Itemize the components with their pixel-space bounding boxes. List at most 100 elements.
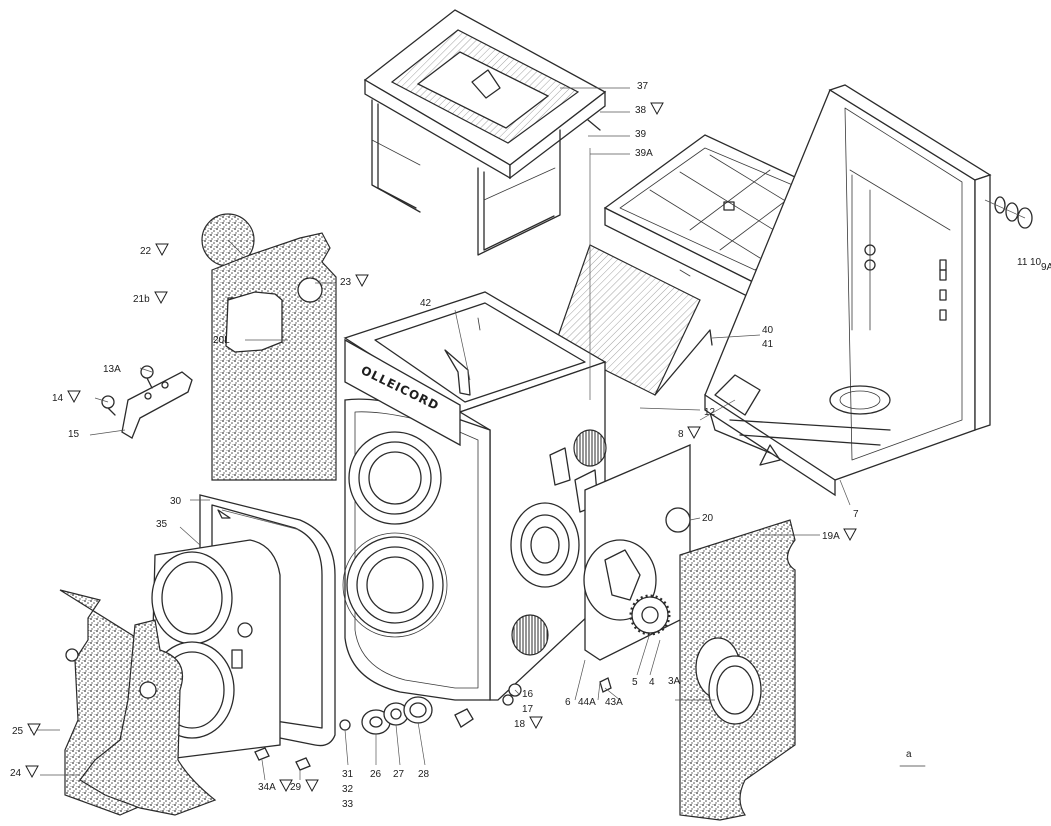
callout-c9a: 9A [1041,262,1051,273]
callout-c3a: 3A [668,676,681,687]
callout-number: 13A [103,364,121,375]
callout-number: 41 [762,339,774,350]
note-triangle-icon [67,390,81,404]
taking-lens-mount [346,536,444,634]
front-bezel [149,494,336,761]
note-triangle-icon [687,426,701,440]
callout-c33: 33 [342,799,354,810]
callout-number: 39 [635,129,647,140]
callout-number: 5 [632,677,638,688]
callout-c41: 41 [762,339,774,350]
callout-number: 24 [10,768,22,779]
note-triangle-icon [25,765,39,779]
callout-c25: 25 [12,723,41,737]
callout-number: 16 [522,689,534,700]
note-triangle-icon [155,243,169,257]
callout-c20: 20 [702,513,714,524]
callout-number: 17 [522,704,534,715]
callout-number: 21b [133,294,150,305]
callout-c38: 38 [635,102,664,116]
callout-c13a: 13A [103,364,121,375]
callout-c10: 10 [1030,257,1042,268]
callout-number: 12 [704,407,716,418]
callout-number: 3A [668,676,681,687]
note-triangle-icon [843,528,857,542]
note-triangle-icon [650,102,664,116]
callout-number: 18 [514,719,526,730]
callout-number: 9A [1041,262,1051,273]
callout-c26: 26 [370,769,382,780]
callout-number: 4 [649,677,655,688]
callout-c44a: 44A [578,697,596,708]
callout-c8: 8 [678,426,701,440]
note-triangle-icon [27,723,41,737]
hood-logo-triangle [471,69,501,99]
callout-c29: 29 [290,779,319,793]
callout-number: 43A [605,697,623,708]
latch-parts [984,196,1033,229]
callout-number: 15 [68,429,80,440]
callout-number: 25 [12,726,24,737]
camera-body: OLLEICORD [342,291,607,701]
callout-number: 8 [678,429,684,440]
callout-c22: 22 [140,243,169,257]
note-triangle-icon [355,274,369,288]
callout-c18: 18 [514,716,543,730]
note-triangle-icon [279,779,293,793]
callout-c7: 7 [853,509,859,520]
callout-c35: 35 [156,519,168,530]
viewing-lens-mount [348,431,442,525]
callout-number: 37 [637,81,649,92]
callout-c12: 12 [704,407,716,418]
callout-number: 6 [565,697,571,708]
callout-c16: 16 [522,689,534,700]
callout-c15: 15 [68,429,80,440]
focusing-hood [363,9,607,256]
callout-c34a: 34A [258,779,293,793]
callout-number: 32 [342,784,354,795]
callout-c11: 11 [1017,257,1028,268]
back-door [704,84,992,497]
callout-number: 40 [762,325,774,336]
callout-c19a: 19A [822,528,857,542]
callout-c21b: 21b [133,291,168,305]
side-plate-strap-lug [101,365,193,439]
callout-number: 19A [822,531,840,542]
callout-c17: 17 [522,704,534,715]
callout-number: 31 [342,769,354,780]
callout-number: 22 [140,246,152,257]
leader-lines [30,87,851,781]
callout-c28: 28 [418,769,430,780]
part-20-disk [665,507,691,533]
callout-number: 20 [702,513,714,524]
shutter-plate [583,444,691,661]
callout-number: 33 [342,799,354,810]
callout-number: 38 [635,105,647,116]
side-leatherette-left [201,213,337,481]
film-advance-knob [573,429,607,467]
callout-number: 7 [853,509,859,520]
callout-c27: 27 [393,769,405,780]
focus-knob [511,614,549,656]
callout-number: 29 [290,782,302,793]
callout-c39a: 39A [635,148,653,159]
callout-c37: 37 [637,81,649,92]
callout-number: 28 [418,769,430,780]
callout-c24: 24 [10,765,39,779]
callout-c42: 42 [420,298,432,309]
callout-number: 26 [370,769,382,780]
callout-c4: 4 [649,677,655,688]
note-triangle-icon [154,291,168,305]
callout-number: 10 [1030,257,1042,268]
callout-c32: 32 [342,784,354,795]
callout-c14: 14 [52,390,81,404]
callout-c31: 31 [342,769,354,780]
callout-number: 23 [340,277,352,288]
callout-c39: 39 [635,129,647,140]
callout-number: 34A [258,782,276,793]
callout-number: 30 [170,496,182,507]
callout-number: 42 [420,298,432,309]
callout-c30: 30 [170,496,182,507]
